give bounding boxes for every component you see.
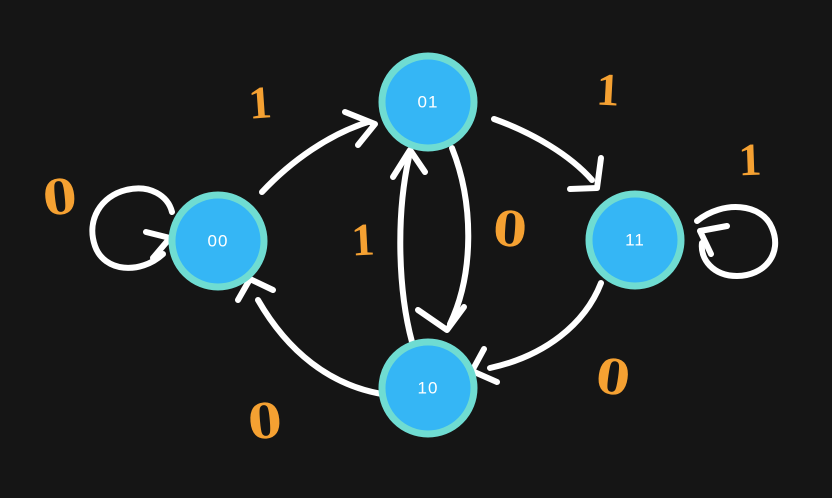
arrow-head-00-00 [143, 229, 173, 261]
edge-path-00-01 [259, 119, 371, 195]
edge-path-11-11 [694, 204, 779, 279]
edge-label-11-11: 1 [737, 133, 763, 186]
edge-11-to-10[interactable] [469, 280, 604, 385]
arrow-head-01-11 [567, 155, 604, 192]
node-10-label: 10 [418, 379, 439, 398]
node-11[interactable]: 11 [585, 190, 685, 290]
arrow-head-10-01 [390, 147, 428, 180]
arrow-head-11-11 [697, 223, 730, 257]
edge-label-01-10: 0 [491, 200, 529, 260]
node-11-circle [585, 190, 685, 290]
node-01[interactable]: 01 [378, 52, 478, 152]
edge-path-11-10 [487, 280, 604, 371]
edge-label-01-11: 1 [595, 63, 621, 116]
arrow-head-10-00 [235, 276, 276, 303]
node-00-label: 00 [208, 232, 229, 251]
arrow-head-01-10 [415, 304, 467, 333]
edge-10-to-01[interactable] [390, 147, 428, 345]
arrow-head-00-01 [342, 109, 378, 148]
node-10-circle [378, 338, 478, 438]
edge-label-10-00: 0 [245, 392, 285, 452]
edge-00-to-01[interactable] [259, 109, 378, 195]
node-10[interactable]: 10 [378, 338, 478, 438]
node-01-circle [378, 52, 478, 152]
node-00-circle [168, 191, 268, 291]
edge-path-10-00 [255, 297, 385, 397]
edge-01-to-10[interactable] [415, 145, 472, 333]
edge-label-00-00: 0 [40, 168, 80, 228]
edge-label-11-10: 0 [592, 347, 634, 409]
edge-01-to-11[interactable] [491, 116, 604, 192]
node-01-label: 01 [418, 93, 439, 112]
edge-path-00-00 [89, 185, 175, 271]
edge-path-01-11 [491, 116, 595, 183]
edge-00-to-00[interactable] [89, 185, 175, 271]
edge-path-10-01 [397, 154, 415, 345]
node-11-label: 11 [625, 231, 645, 250]
edge-path-01-10 [447, 145, 472, 327]
edge-10-to-00[interactable] [235, 276, 385, 397]
edge-label-10-01: 1 [350, 213, 376, 266]
node-00[interactable]: 00 [168, 191, 268, 291]
edge-11-to-11[interactable] [694, 204, 779, 279]
edge-label-00-01: 1 [246, 76, 274, 129]
